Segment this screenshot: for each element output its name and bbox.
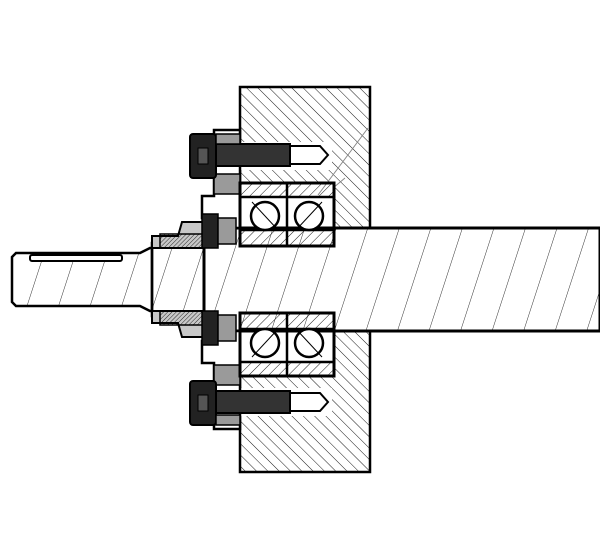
lock-nut-upper-hub	[159, 233, 205, 249]
cap-screw-lower	[189, 380, 330, 426]
ball-contact-lower-2	[295, 328, 323, 358]
ball-contact-upper-1	[251, 201, 279, 231]
keyway	[29, 254, 123, 262]
ball-contact-upper-2	[295, 201, 323, 231]
cover-upper-grey-block	[213, 173, 241, 195]
angular-contact-ball-bearing-pair	[238, 181, 336, 378]
screw-lower-head-socket	[197, 394, 209, 412]
shaft	[10, 226, 600, 333]
lock-nut	[151, 221, 205, 338]
shaft-step	[150, 241, 206, 318]
screw-lower-washer	[215, 414, 241, 426]
cap-screw-upper	[189, 133, 330, 179]
seal-lower-dark	[201, 310, 219, 346]
screw-lower-shank	[215, 390, 291, 414]
shaft-end	[10, 246, 154, 313]
screw-upper-head-socket	[197, 147, 209, 165]
screw-upper-washer	[215, 133, 241, 145]
seal-upper-dark	[201, 213, 219, 249]
seal-upper-grey	[217, 217, 237, 245]
ball-contact-lower-1	[251, 328, 279, 358]
screw-upper-shank	[215, 143, 291, 167]
seal-lower-grey	[217, 314, 237, 342]
screw-upper-hole-end	[289, 145, 330, 165]
cover-lower-grey-block	[213, 364, 241, 386]
screw-lower-hole-end	[289, 392, 330, 412]
lock-nut-lower-hub	[159, 310, 205, 326]
